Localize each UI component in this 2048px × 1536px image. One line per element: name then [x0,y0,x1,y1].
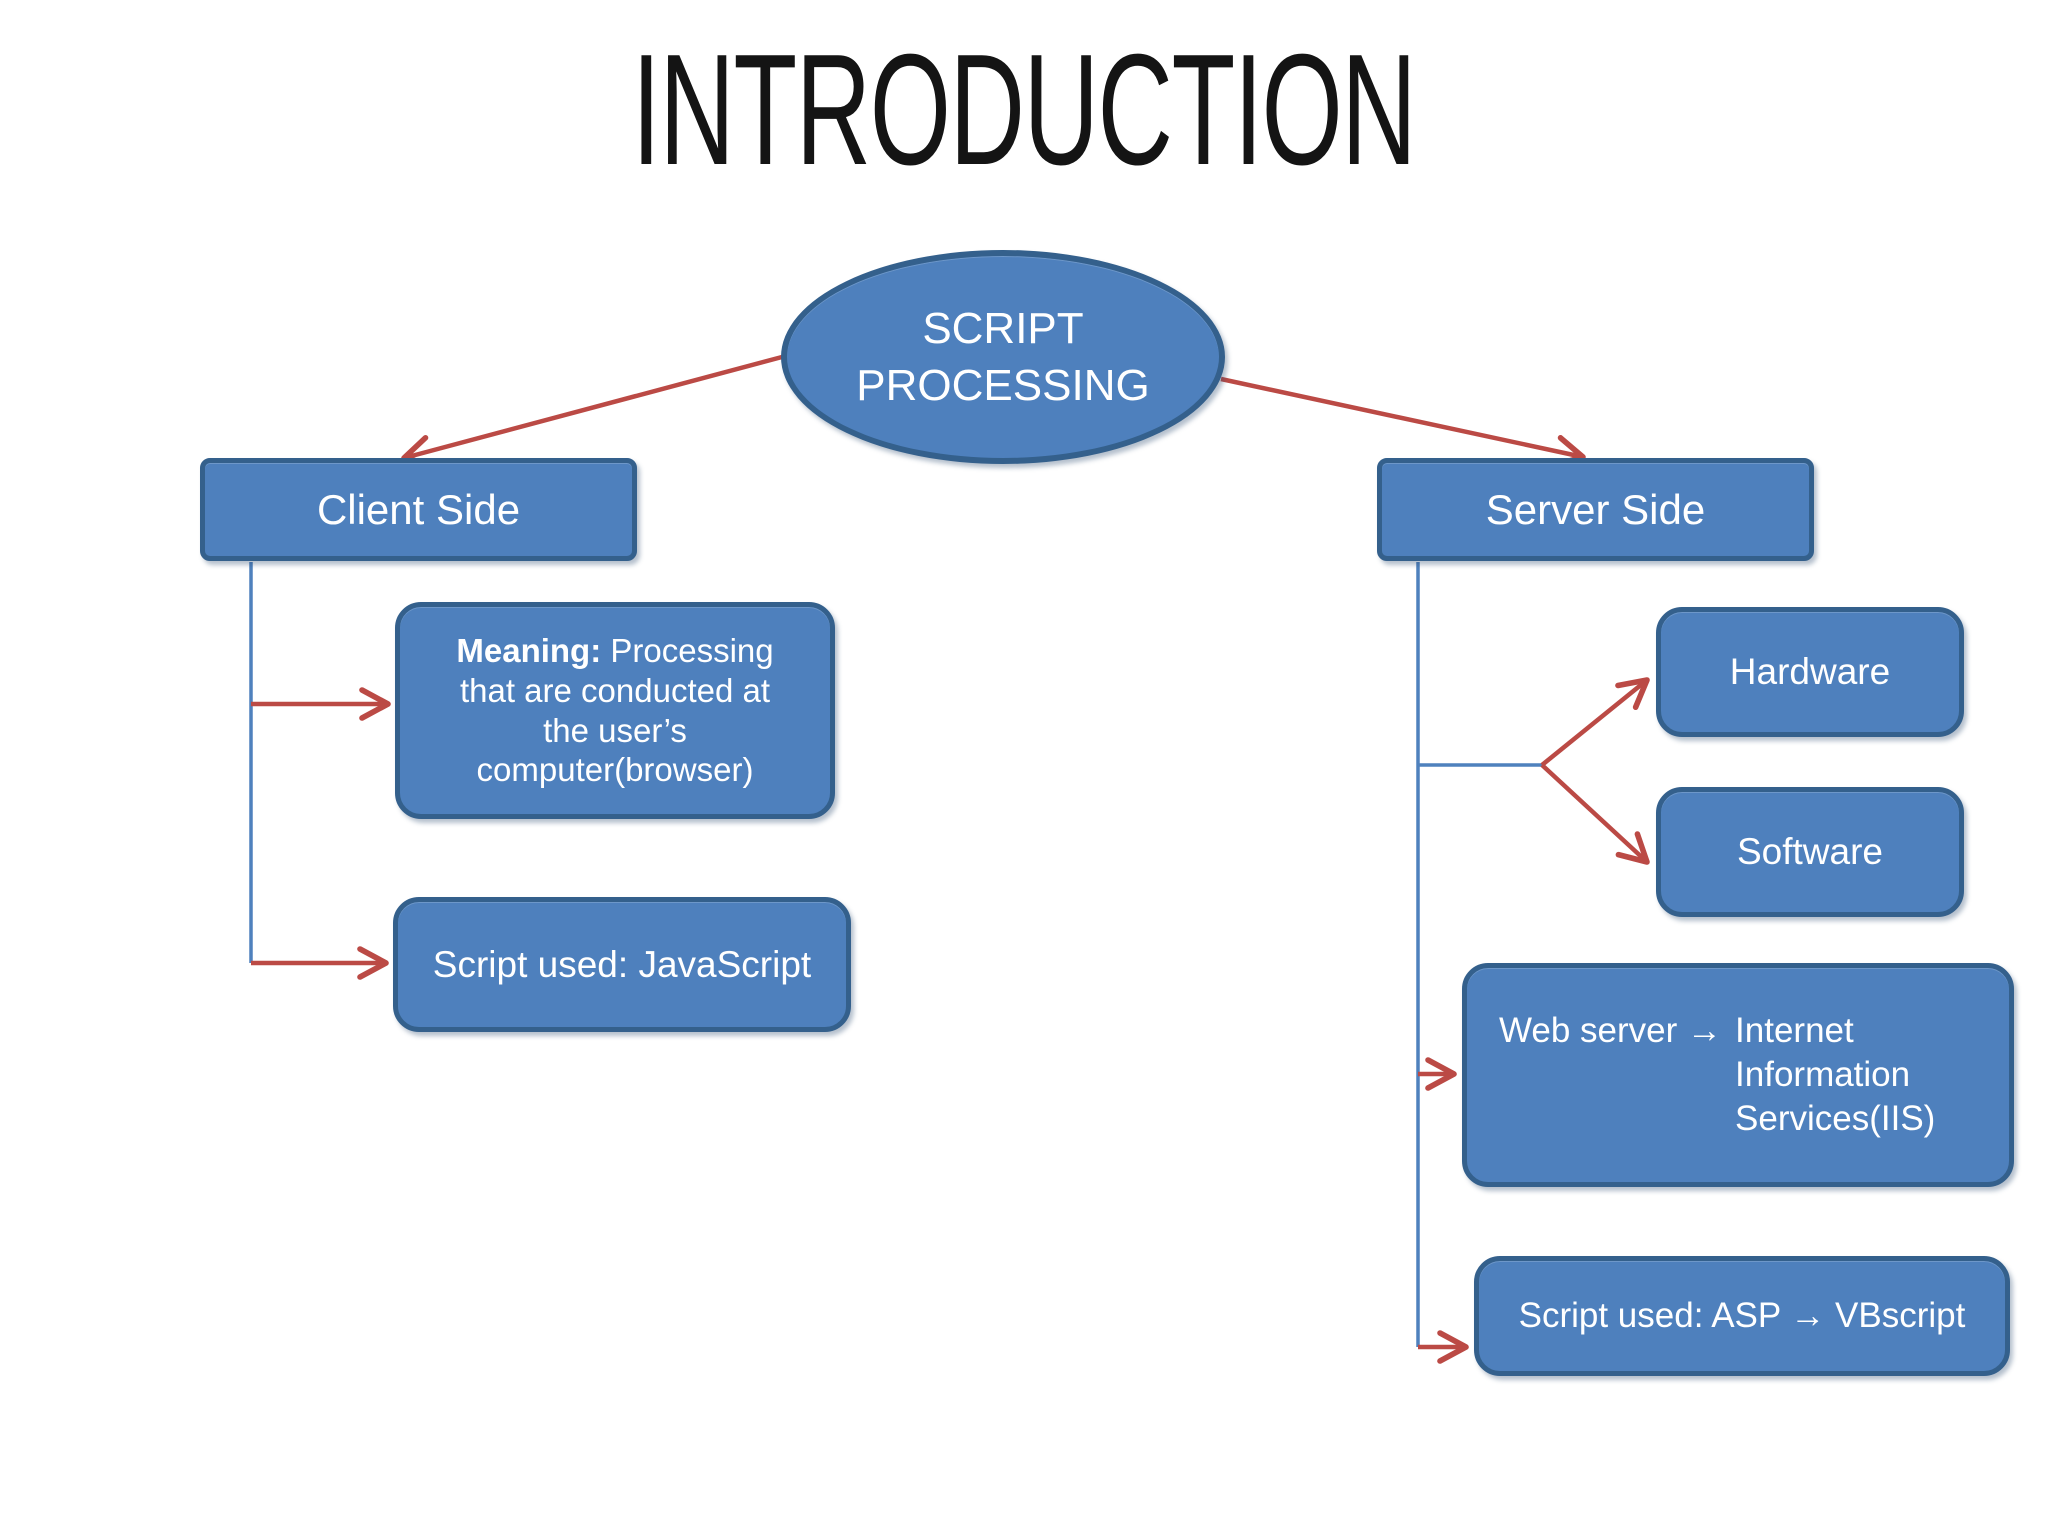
software-node: Software [1656,787,1964,917]
client-script-node: Script used: JavaScript [393,897,851,1032]
webserver-label: Web server → Internet Information Servic… [1499,1010,1936,1139]
client-side-node: Client Side [200,458,637,561]
server-side-node: Server Side [1377,458,1814,561]
hardware-label: Hardware [1729,651,1891,692]
script-processing-node: SCRIPT PROCESSING [781,250,1225,464]
client-side-label: Client Side [316,485,521,533]
webserver-node: Web server → Internet Information Servic… [1462,963,2014,1187]
connector-branch-to-hardware [1540,677,1650,767]
hardware-node: Hardware [1656,607,1964,737]
connector-root-to-client [401,354,783,468]
script-processing-label: SCRIPT PROCESSING [856,303,1150,410]
software-label: Software [1736,831,1883,872]
server-script-node: Script used: ASP → VBscript [1474,1256,2010,1376]
page-title: INTRODUCTION [632,22,1417,198]
connector-root-to-server [1220,376,1586,469]
client-meaning-node: Meaning: Processing that are conducted a… [395,602,835,819]
connector-branch-to-software [1540,763,1650,865]
client-meaning-label: Meaning: Processing that are conducted a… [456,632,774,789]
server-side-label: Server Side [1485,485,1706,533]
server-script-label: Script used: ASP → VBscript [1518,1296,1966,1335]
client-script-label: Script used: JavaScript [432,943,812,985]
